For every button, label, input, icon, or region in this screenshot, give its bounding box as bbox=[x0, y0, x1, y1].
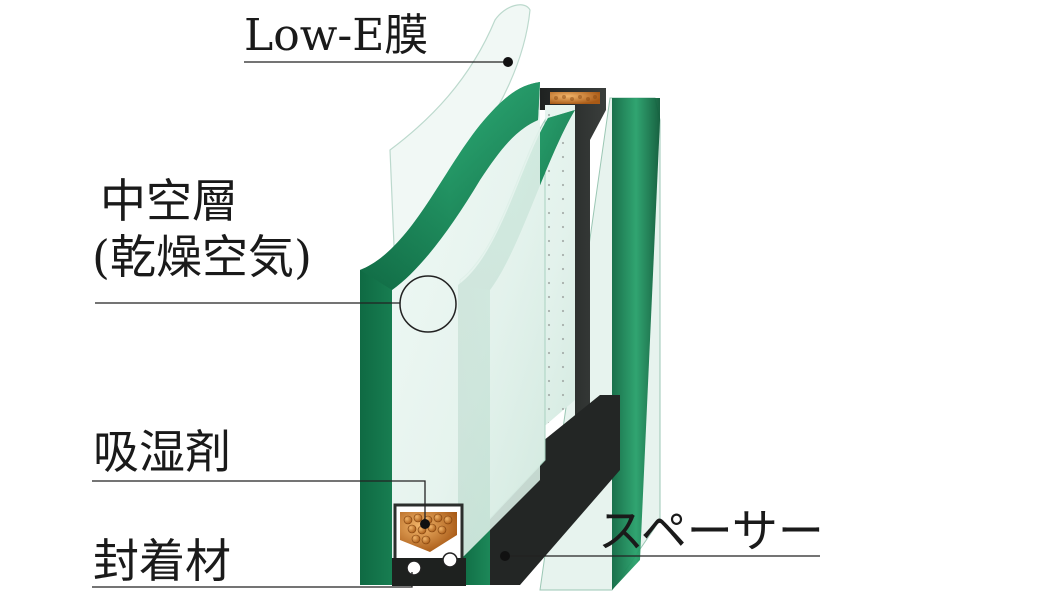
label-air-layer-detail: (乾燥空気) bbox=[92, 230, 312, 284]
leader-sealant bbox=[92, 572, 413, 588]
leader-dot-desiccant bbox=[420, 519, 430, 529]
label-desiccant: 吸湿剤 bbox=[93, 425, 231, 479]
sealant-bead-right bbox=[442, 552, 458, 568]
desiccant-top bbox=[550, 92, 600, 104]
desiccant-beads bbox=[403, 513, 453, 545]
spacer-frame bbox=[536, 88, 606, 490]
leader-desiccant bbox=[92, 480, 426, 520]
leader-dot-spacer bbox=[500, 551, 510, 561]
label-low-e: Low-E膜 bbox=[244, 10, 429, 61]
air-layer-marker bbox=[399, 275, 457, 333]
leader-dot-low-e bbox=[503, 57, 513, 67]
label-air-layer: 中空層 bbox=[100, 174, 238, 228]
sealant-bead-left bbox=[406, 560, 422, 576]
front-pane-body bbox=[385, 85, 540, 560]
spacer-bottom bbox=[470, 395, 620, 585]
label-sealant: 封着材 bbox=[93, 534, 231, 588]
leader-lines bbox=[92, 61, 820, 588]
label-spacer: スペーサー bbox=[598, 504, 824, 558]
rear-pane-edge bbox=[612, 98, 660, 590]
